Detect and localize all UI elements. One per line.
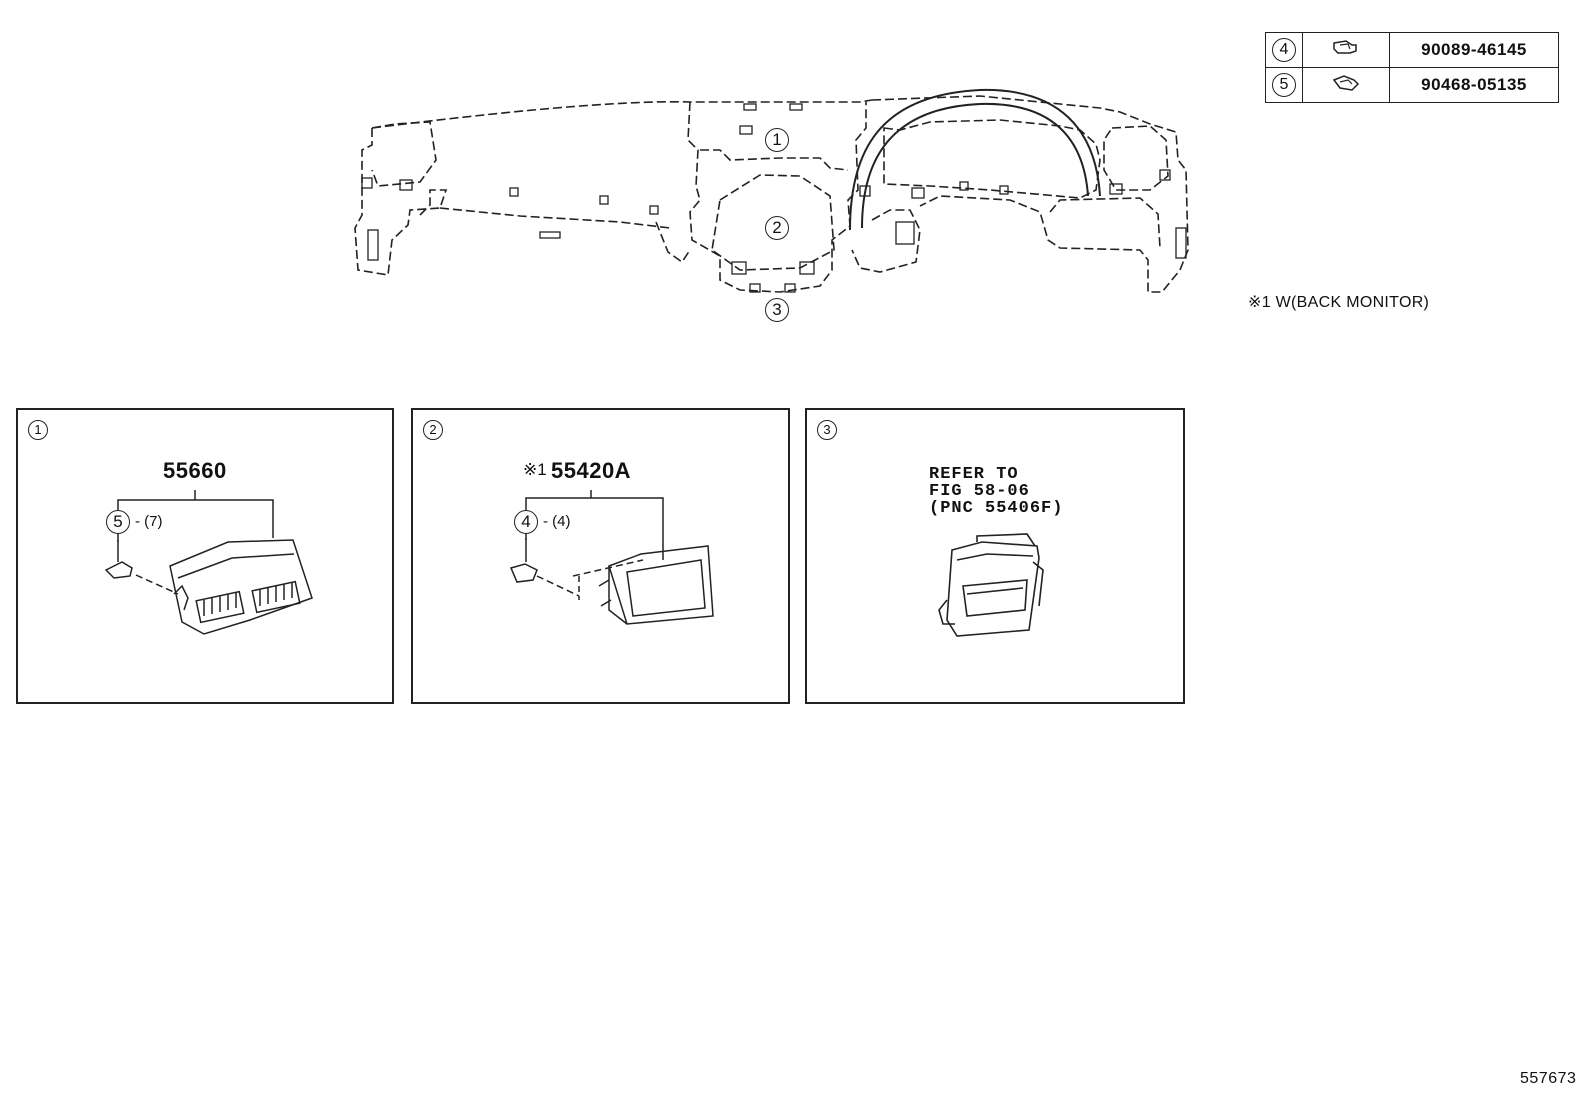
pnc-prefix: ※1	[523, 460, 547, 479]
detail-panel-3: 3 REFER TO FIG 58-06 (PNC 55406F)	[805, 408, 1185, 704]
monitor-bezel-drawing	[509, 490, 714, 625]
back-monitor-note: ※1 W(BACK MONITOR)	[1248, 294, 1430, 311]
detail-panel-2: 2 ※1 55420A 4 - (4)	[411, 408, 790, 704]
air-vent-panel-drawing	[104, 490, 313, 635]
panel-ref: 1	[28, 420, 48, 440]
refer-line-1: REFER TO	[929, 465, 1019, 484]
detail-panel-1: 1 55660 5 - (7)	[16, 408, 394, 704]
ref-circle: 4	[1272, 38, 1296, 62]
fastener-qty: - (4)	[543, 513, 571, 530]
part-number: 90089-46145	[1389, 32, 1559, 68]
center-cluster-drawing	[938, 533, 1044, 637]
clip-icon	[1302, 67, 1390, 103]
panel-ref: 3	[817, 420, 837, 440]
refer-line-2: FIG 58-06	[929, 482, 1030, 501]
callout-3: 3	[765, 298, 789, 322]
parts-table-row: 5 90468-05135	[1265, 67, 1559, 103]
panel-ref: 2	[423, 420, 443, 440]
fastener-qty: - (7)	[135, 513, 163, 530]
parts-table-row: 4 90089-46145	[1265, 32, 1559, 68]
parts-table: 4 90089-46145 5 90468-05135	[1265, 32, 1559, 103]
figure-number: 557673	[1520, 1070, 1577, 1087]
fastener-ref: 5	[106, 510, 130, 534]
ref-circle: 5	[1272, 73, 1296, 97]
callout-1: 1	[765, 128, 789, 152]
pnc-label: 55660	[163, 458, 227, 483]
part-number: 90468-05135	[1389, 67, 1559, 103]
clip-icon	[1302, 32, 1390, 68]
fastener-ref: 4	[514, 510, 538, 534]
pnc-label: 55420A	[551, 458, 632, 483]
dashboard-overview-drawing	[354, 88, 1189, 293]
refer-line-3: (PNC 55406F)	[929, 499, 1064, 518]
callout-2: 2	[765, 216, 789, 240]
